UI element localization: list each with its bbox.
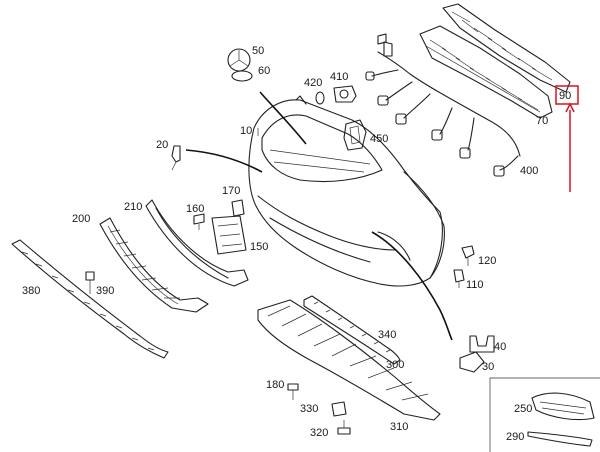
bolt-320 — [337, 420, 351, 435]
label-310: 310 — [390, 421, 408, 433]
label-390: 390 — [96, 285, 114, 297]
emblem-50 — [227, 48, 251, 72]
lower-spoiler-380 — [11, 239, 169, 359]
grille-frame-210 — [145, 199, 249, 287]
label-330: 330 — [300, 403, 318, 415]
clip-120 — [461, 245, 475, 266]
sensor-410 — [333, 85, 357, 103]
label-160: 160 — [186, 203, 204, 215]
label-150: 150 — [250, 241, 268, 253]
clip-110 — [453, 269, 465, 288]
label-200: 200 — [72, 213, 90, 225]
label-300: 300 — [386, 359, 404, 371]
label-10: 10 — [240, 125, 252, 137]
label-210: 210 — [124, 201, 142, 213]
wiring-harness-400 — [365, 33, 521, 177]
highlight-part-90 — [555, 85, 579, 192]
trim-290 — [527, 431, 593, 447]
label-40: 40 — [494, 341, 506, 353]
label-30: 30 — [482, 361, 494, 373]
label-120: 120 — [478, 255, 496, 267]
label-320: 320 — [310, 427, 328, 439]
license-bracket-150 — [211, 215, 247, 255]
clip-330 — [331, 401, 347, 417]
bumper-cover-10 — [248, 95, 445, 287]
screw-160 — [193, 213, 205, 230]
trim-strip-340 — [303, 295, 401, 365]
label-70: 70 — [536, 115, 548, 127]
inset-box — [489, 377, 600, 452]
label-340: 340 — [378, 329, 396, 341]
label-400: 400 — [520, 165, 538, 177]
underbody-panel-300 — [257, 299, 441, 421]
label-110: 110 — [466, 279, 484, 291]
label-20: 20 — [156, 139, 168, 151]
highlight-arrow-head — [565, 102, 575, 113]
cap-30 — [459, 351, 485, 373]
screw-390 — [85, 271, 95, 294]
label-410: 410 — [330, 71, 348, 83]
sensor-ring-420 — [315, 91, 325, 105]
clip-20 — [171, 145, 181, 171]
upper-grille-strip — [442, 3, 571, 93]
lower-grille-200 — [99, 217, 209, 313]
label-290: 290 — [506, 431, 524, 443]
leader-lines — [185, 91, 453, 341]
part-labels: 50 60 420 410 450 10 20 70 90 400 170 21… — [22, 45, 571, 443]
highlight-box — [555, 85, 579, 105]
grille-carrier-70 — [419, 25, 553, 119]
bolt-180 — [287, 383, 299, 400]
side-grille-250 — [531, 392, 595, 421]
clip-40 — [469, 335, 495, 353]
label-250: 250 — [514, 403, 532, 415]
label-60: 60 — [258, 65, 270, 77]
label-50: 50 — [252, 45, 264, 57]
clip-170 — [231, 199, 245, 217]
label-180: 180 — [266, 379, 284, 391]
label-450: 450 — [370, 133, 388, 145]
emblem-base-60 — [231, 70, 253, 82]
label-90: 90 — [559, 90, 571, 102]
label-420: 420 — [304, 77, 322, 89]
label-170: 170 — [222, 185, 240, 197]
label-380: 380 — [22, 285, 40, 297]
